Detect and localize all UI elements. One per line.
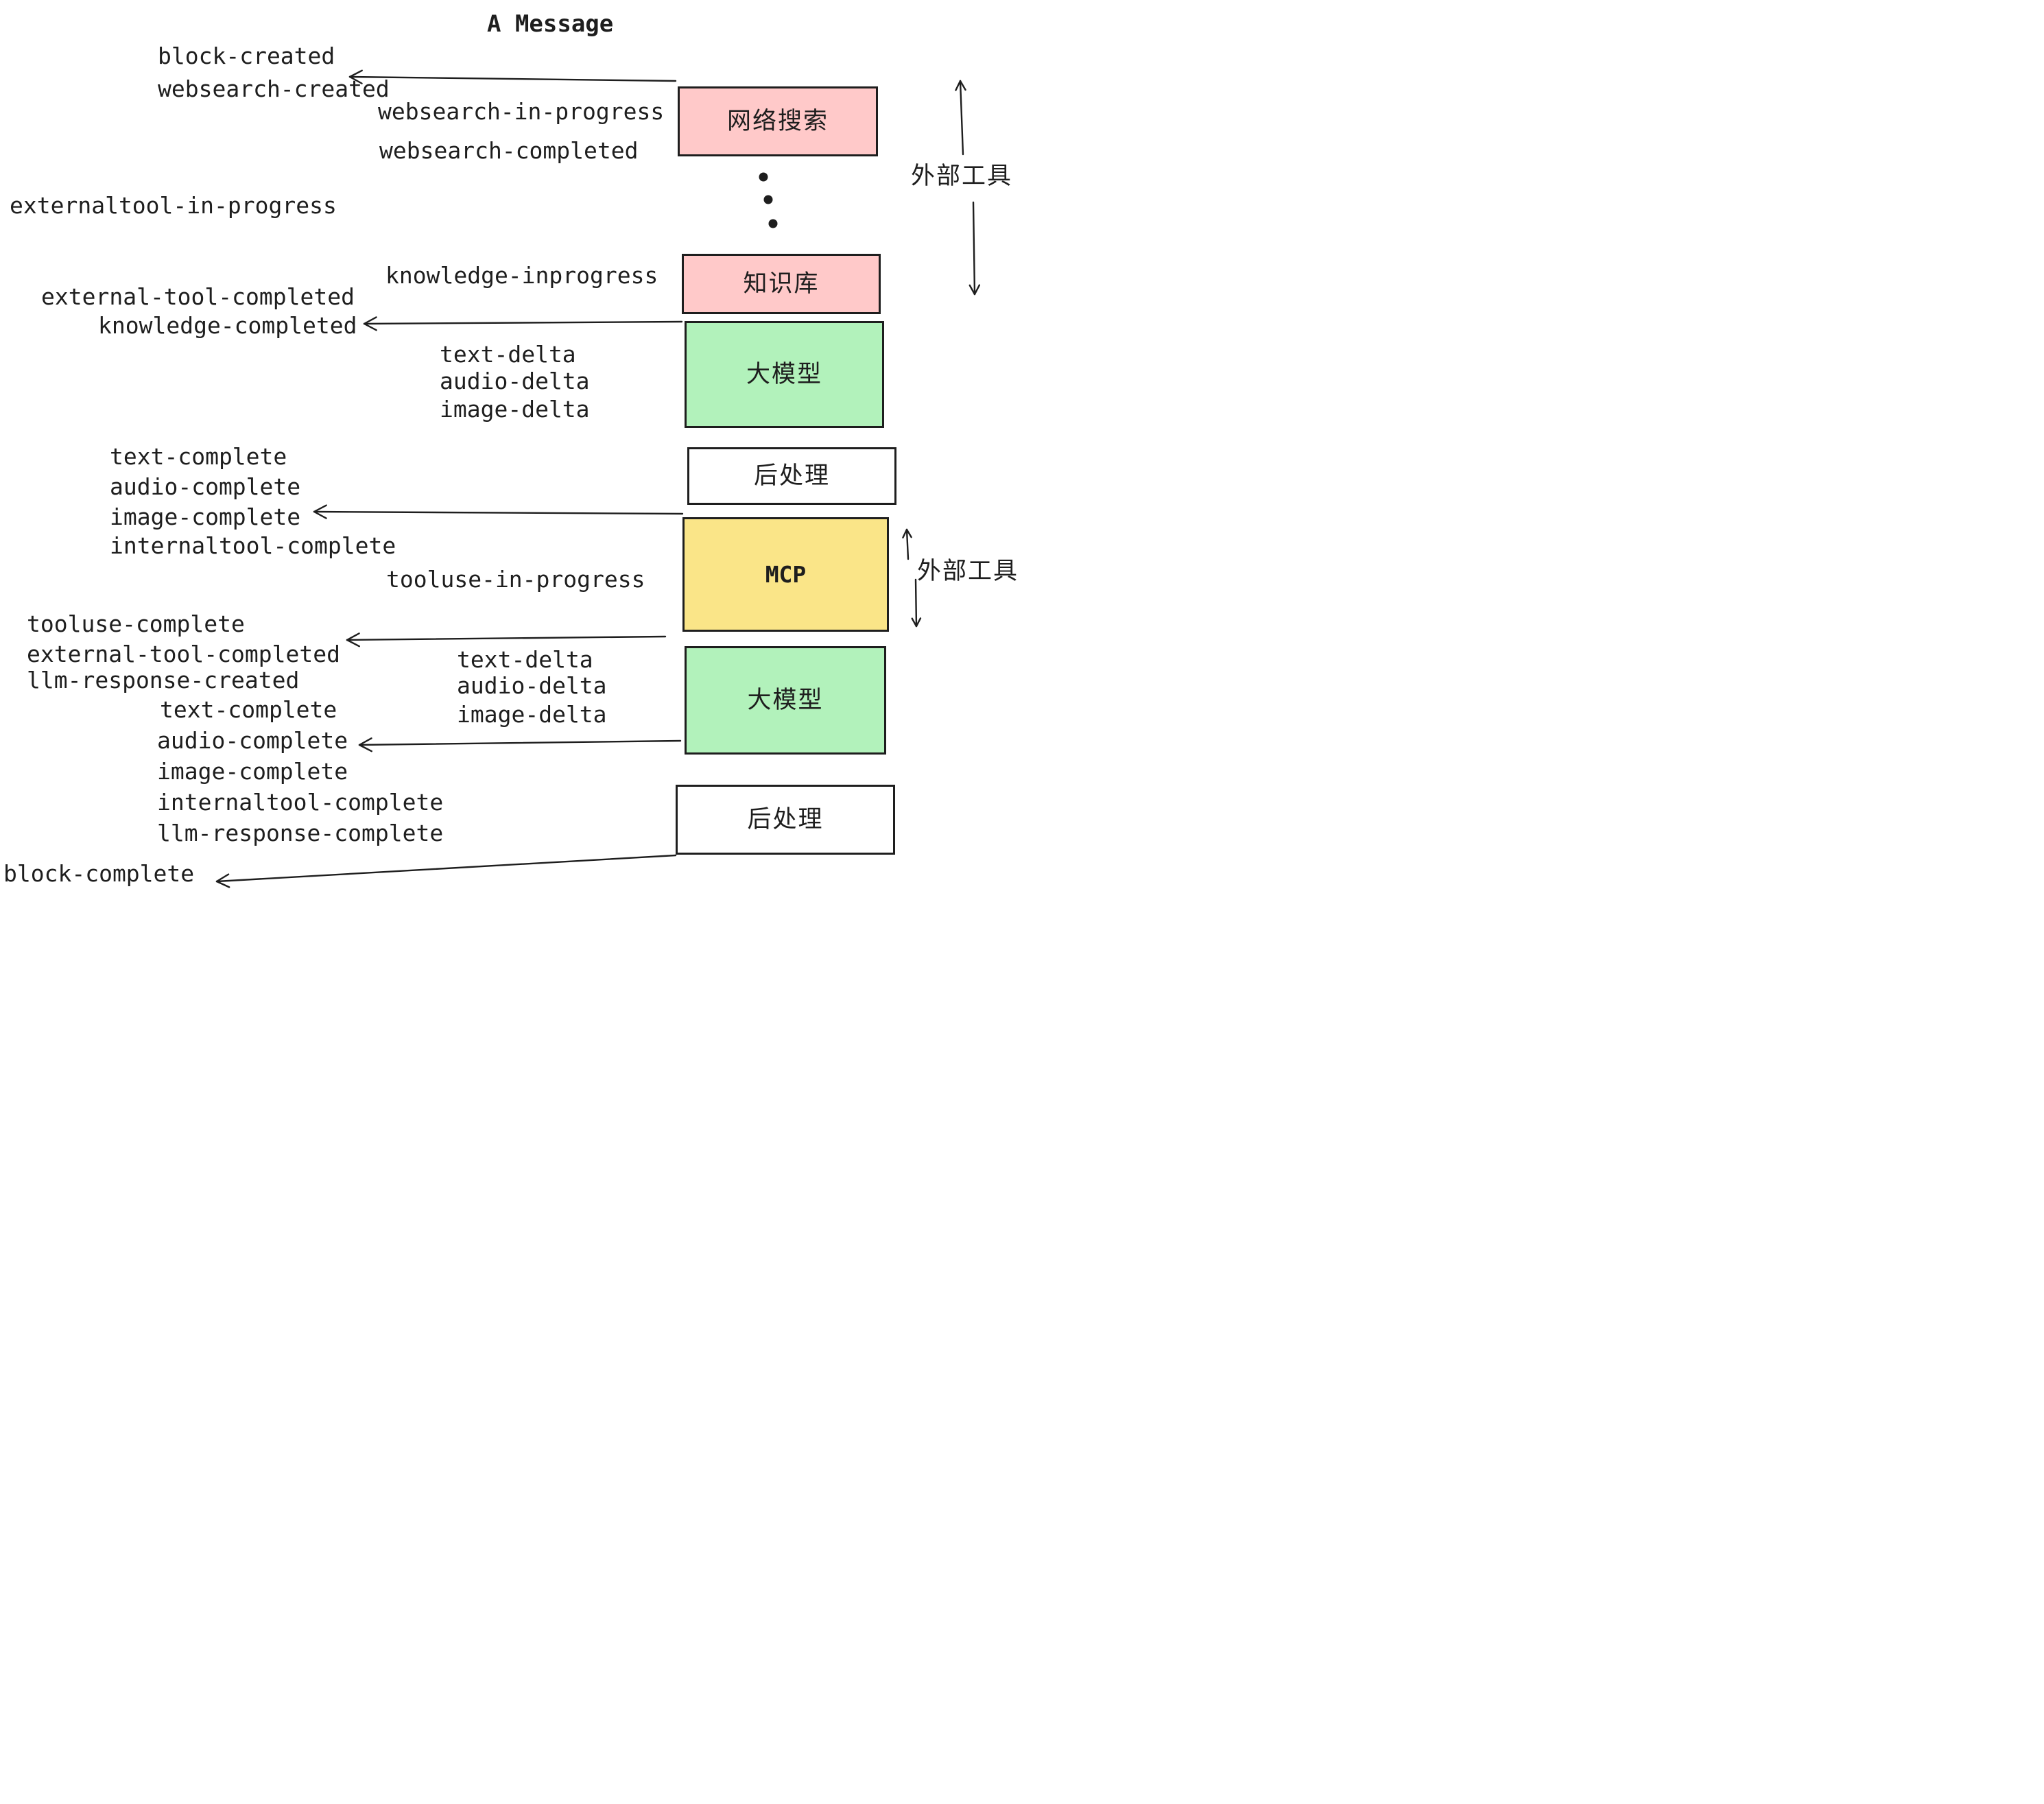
event-image-complete-2: image-complete bbox=[157, 758, 348, 785]
event-externaltool-in-progress: externaltool-in-progress bbox=[10, 192, 337, 219]
event-external-tool-completed: external-tool-completed bbox=[41, 283, 355, 310]
event-knowledge-completed: knowledge-completed bbox=[98, 312, 357, 339]
box-label-llm-2: 大模型 bbox=[747, 686, 824, 714]
event-image-delta-1: image-delta bbox=[440, 396, 590, 423]
event-tooluse-in-progress: tooluse-in-progress bbox=[386, 566, 645, 593]
box-label-mcp: MCP bbox=[765, 561, 807, 588]
event-llm-response-created: llm-response-created bbox=[27, 667, 300, 693]
event-text-complete-1: text-complete bbox=[110, 443, 287, 470]
event-audio-complete-1: audio-complete bbox=[110, 473, 301, 500]
box-websearch: 网络搜索 bbox=[678, 86, 878, 156]
arrow-external-tools-1-up bbox=[955, 80, 966, 156]
arrow-external-tools-1-down bbox=[968, 201, 981, 296]
arrow-to-external-tool-completed bbox=[346, 632, 667, 648]
event-text-complete-2: text-complete bbox=[160, 696, 337, 723]
arrow-to-block-complete bbox=[215, 854, 677, 888]
ellipsis-dot-2 bbox=[763, 195, 773, 204]
diagram-title: A Message bbox=[487, 10, 614, 38]
event-audio-complete-2: audio-complete bbox=[157, 727, 348, 754]
event-text-delta-2: text-delta bbox=[457, 646, 593, 673]
arrow-external-tools-2-down bbox=[911, 578, 922, 628]
box-postprocess-2: 后处理 bbox=[676, 785, 895, 855]
event-websearch-created: websearch-created bbox=[158, 75, 390, 102]
event-image-complete-1: image-complete bbox=[110, 503, 301, 530]
event-block-complete: block-complete bbox=[3, 860, 195, 887]
event-audio-delta-1: audio-delta bbox=[440, 368, 590, 394]
box-label-postprocess-2: 后处理 bbox=[747, 805, 824, 833]
box-llm-2: 大模型 bbox=[685, 646, 886, 755]
arrow-external-tools-2-up bbox=[902, 528, 912, 560]
event-websearch-in-progress: websearch-in-progress bbox=[378, 98, 665, 125]
event-knowledge-inprogress: knowledge-inprogress bbox=[385, 262, 658, 289]
event-audio-delta-2: audio-delta bbox=[457, 672, 607, 699]
box-label-websearch: 网络搜索 bbox=[726, 107, 829, 135]
box-label-knowledge: 知识库 bbox=[743, 270, 820, 298]
event-internaltool-complete-1: internaltool-complete bbox=[110, 532, 396, 559]
box-llm-1: 大模型 bbox=[685, 321, 884, 428]
event-block-created: block-created bbox=[158, 43, 335, 69]
arrow-to-image-complete bbox=[313, 504, 684, 519]
ellipsis-dot-1 bbox=[759, 172, 768, 182]
ellipsis-dot-3 bbox=[768, 219, 778, 228]
box-postprocess-1: 后处理 bbox=[687, 447, 896, 505]
box-mcp: MCP bbox=[682, 517, 889, 632]
event-llm-response-complete: llm-response-complete bbox=[157, 820, 444, 846]
box-label-postprocess-1: 后处理 bbox=[753, 462, 830, 490]
event-tooluse-complete: tooluse-complete bbox=[27, 610, 245, 637]
event-image-delta-2: image-delta bbox=[457, 701, 607, 728]
box-knowledge: 知识库 bbox=[682, 254, 881, 314]
arrow-to-block-created bbox=[348, 69, 677, 84]
label-external-tools-2: 外部工具 bbox=[917, 558, 1019, 585]
event-text-delta-1: text-delta bbox=[440, 341, 576, 368]
box-label-llm-1: 大模型 bbox=[746, 360, 822, 388]
label-external-tools-1: 外部工具 bbox=[911, 163, 1013, 190]
event-websearch-completed: websearch-completed bbox=[379, 137, 639, 164]
arrow-to-knowledge-completed bbox=[363, 316, 683, 331]
event-external-tool-completed-2: external-tool-completed bbox=[27, 641, 340, 667]
event-internaltool-complete-2: internaltool-complete bbox=[157, 789, 444, 816]
arrow-to-audio-complete bbox=[358, 737, 682, 752]
